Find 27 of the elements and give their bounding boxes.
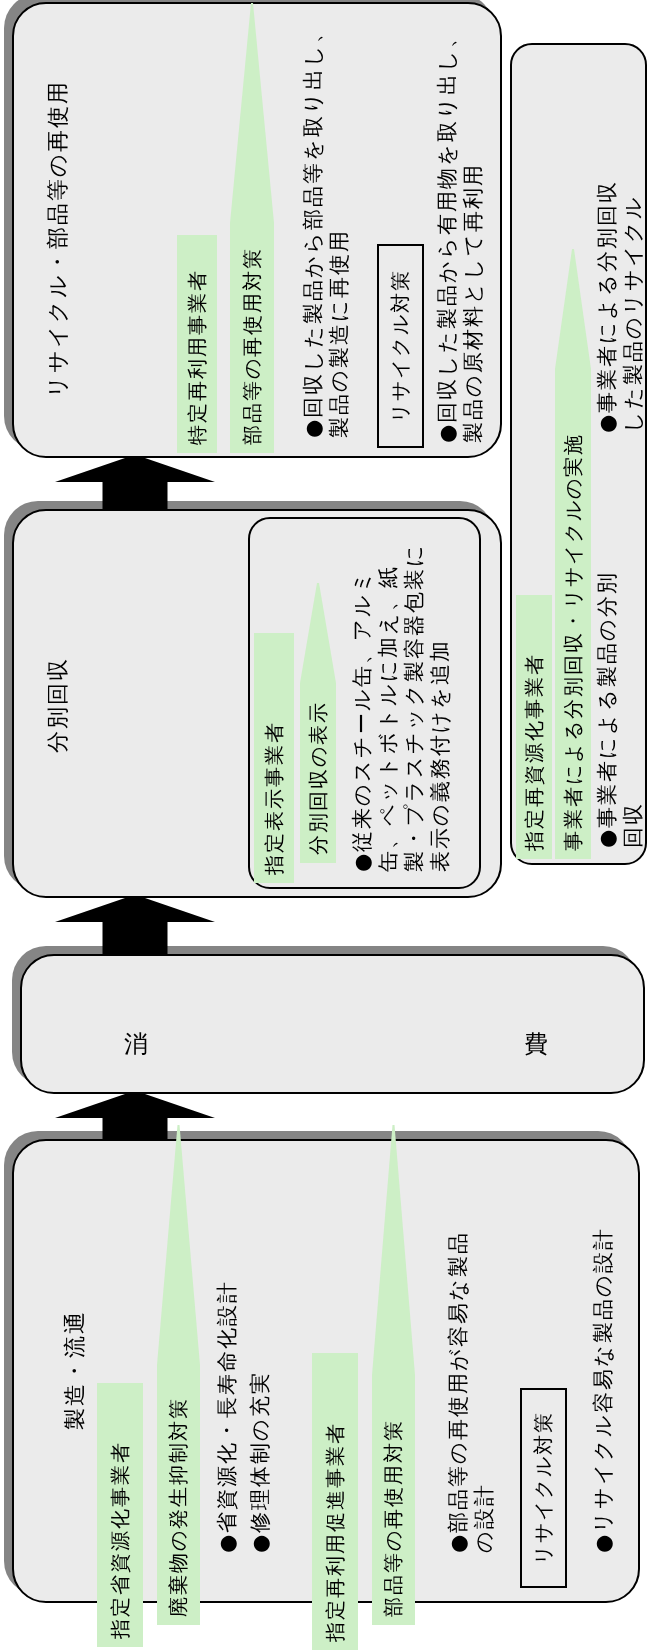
box-title: 消費: [124, 1031, 548, 1057]
bullet-text: ●回収した製品から部品等を取り出し、製品の製造に再使用: [300, 18, 352, 438]
highlight-tag: 特定再利用事業者: [177, 235, 217, 453]
bullet-text: ●事業者による製品の分別回収: [594, 569, 646, 848]
bullet-text: ●リサイクル容易な製品の設計: [590, 1225, 616, 1553]
highlight-tag: 部品等の再使用対策: [230, 3, 274, 453]
box-title: 分別回収: [45, 657, 71, 753]
highlight-tag: 部品等の再使用対策: [372, 1125, 415, 1625]
highlight-tag: 指定再利用促進事業者: [312, 1353, 358, 1650]
note-box: [248, 517, 481, 889]
highlight-tag: 指定表示事業者: [254, 633, 294, 883]
bullet-text: ●事業者による分別回収した製品のリサイクル: [594, 178, 646, 433]
label-box: リサイクル対策: [377, 244, 424, 448]
box-title: リサイクル・部品等の再使用: [45, 80, 71, 398]
note-box: [510, 43, 647, 865]
highlight-tag: 指定省資源化事業者: [97, 1383, 143, 1647]
box-title: 製造・流通: [62, 1310, 88, 1430]
highlight-tag: 廃棄物の発生抑制対策: [157, 1125, 200, 1625]
highlight-tag: 事業者による分別回収・リサイクルの実施: [555, 249, 591, 859]
bullet-text: ●従来のスチール缶、アルミ缶、ペットボトルに加え、紙製・プラスチック製容器包装に表示の義務付けを追加: [349, 542, 453, 872]
label-box: リサイクル対策: [520, 1388, 567, 1588]
bullet-text: ●回収した製品から有用物を取り出し、製品の原材料として再利用: [434, 23, 486, 443]
bullet-text: ●修理体制の充実: [247, 1369, 273, 1553]
highlight-tag: 指定再資源化事業者: [516, 595, 552, 859]
highlight-tag: 分別回収の表示: [300, 583, 336, 863]
bullet-text: ●部品等の再使用が容易な製品の設計: [445, 1229, 497, 1553]
bullet-text: ●省資源化・長寿命化設計: [214, 1278, 240, 1553]
